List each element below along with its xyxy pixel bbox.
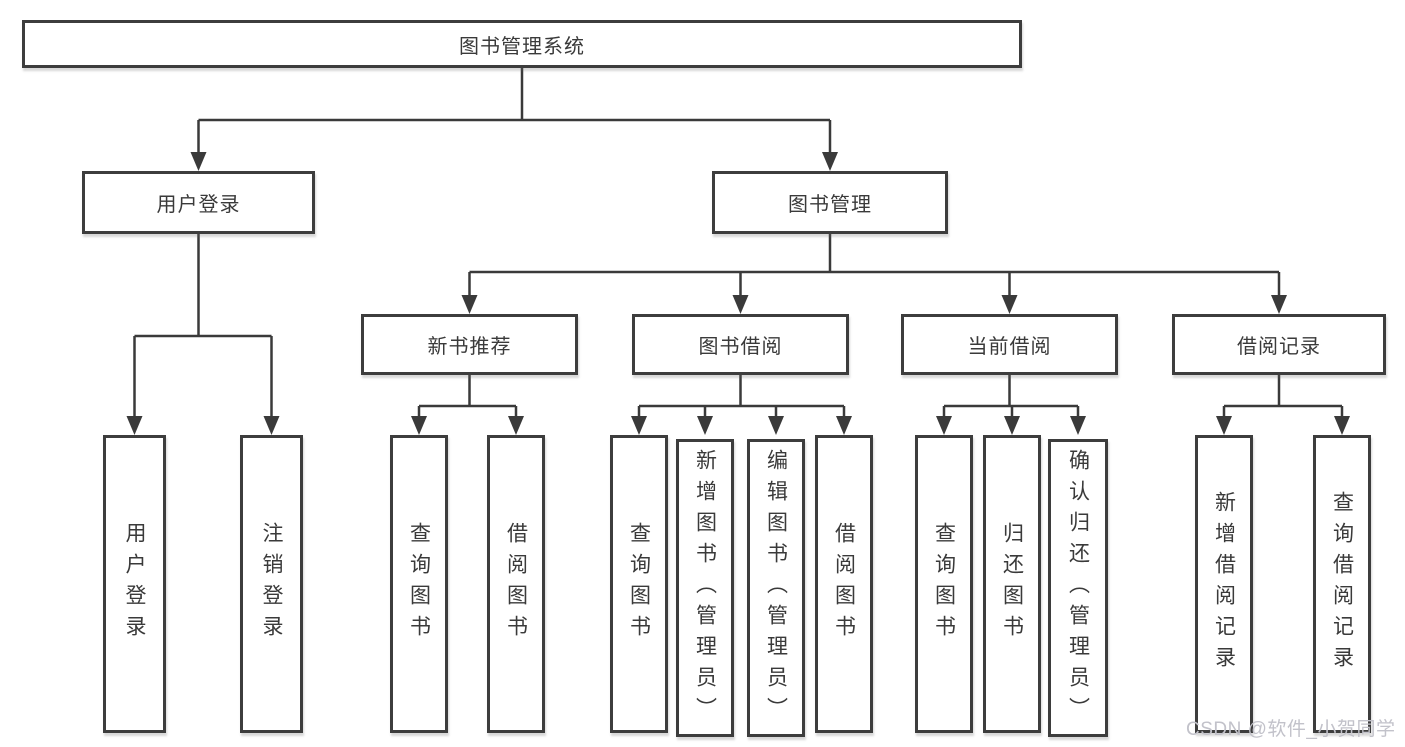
leaf-edit-books-admin: 编辑图书（管理员） [747, 439, 805, 737]
leaf-query-books-1: 查询图书 [390, 435, 448, 733]
node-book-management: 图书管理 [712, 171, 948, 234]
node-label: 新增借阅记录 [1212, 491, 1236, 677]
node-label: 用户登录 [156, 194, 241, 216]
node-label: 编辑图书（管理员） [764, 448, 788, 728]
leaf-add-borrow-record: 新增借阅记录 [1195, 435, 1253, 733]
node-label: 借阅图书 [832, 522, 856, 646]
node-label: 归还图书 [1000, 522, 1024, 646]
node-label: 图书借阅 [698, 336, 783, 358]
node-label: 图书管理系统 [459, 35, 585, 58]
node-label: 图书管理 [788, 194, 872, 216]
node-label: 查询借阅记录 [1330, 491, 1354, 677]
node-book-borrow: 图书借阅 [632, 314, 849, 375]
leaf-borrow-books-1: 借阅图书 [487, 435, 545, 733]
leaf-query-borrow-record: 查询借阅记录 [1313, 435, 1371, 733]
node-system-root: 图书管理系统 [22, 20, 1022, 68]
leaf-query-books-3: 查询图书 [915, 435, 973, 733]
node-label: 查询图书 [627, 522, 651, 646]
node-label: 用户登录 [123, 522, 146, 646]
node-new-book-recommend: 新书推荐 [361, 314, 578, 375]
csdn-watermark: CSDN @软件_小贺同学 [1186, 719, 1396, 740]
node-label: 当前借阅 [967, 336, 1052, 358]
leaf-borrow-books-2: 借阅图书 [815, 435, 873, 733]
node-label: 借阅图书 [504, 522, 528, 646]
node-label: 查询图书 [932, 522, 956, 646]
leaf-user-login: 用户登录 [103, 435, 166, 733]
node-label: 查询图书 [407, 522, 431, 646]
node-label: 新书推荐 [427, 336, 512, 358]
node-borrow-records: 借阅记录 [1172, 314, 1386, 375]
arrowheads [126, 152, 1350, 435]
node-user-login: 用户登录 [82, 171, 315, 234]
connector-strokes [133, 68, 1344, 418]
node-label: 新增图书（管理员） [693, 448, 717, 728]
node-current-borrow: 当前借阅 [901, 314, 1118, 375]
node-label: 确认归还（管理员） [1066, 448, 1090, 728]
leaf-add-books-admin: 新增图书（管理员） [676, 439, 734, 737]
leaf-logout: 注销登录 [240, 435, 303, 733]
node-label: 注销登录 [260, 522, 283, 646]
leaf-confirm-return-admin: 确认归还（管理员） [1048, 439, 1108, 737]
leaf-return-books: 归还图书 [983, 435, 1041, 733]
node-label: 借阅记录 [1237, 336, 1321, 358]
leaf-query-books-2: 查询图书 [610, 435, 668, 733]
